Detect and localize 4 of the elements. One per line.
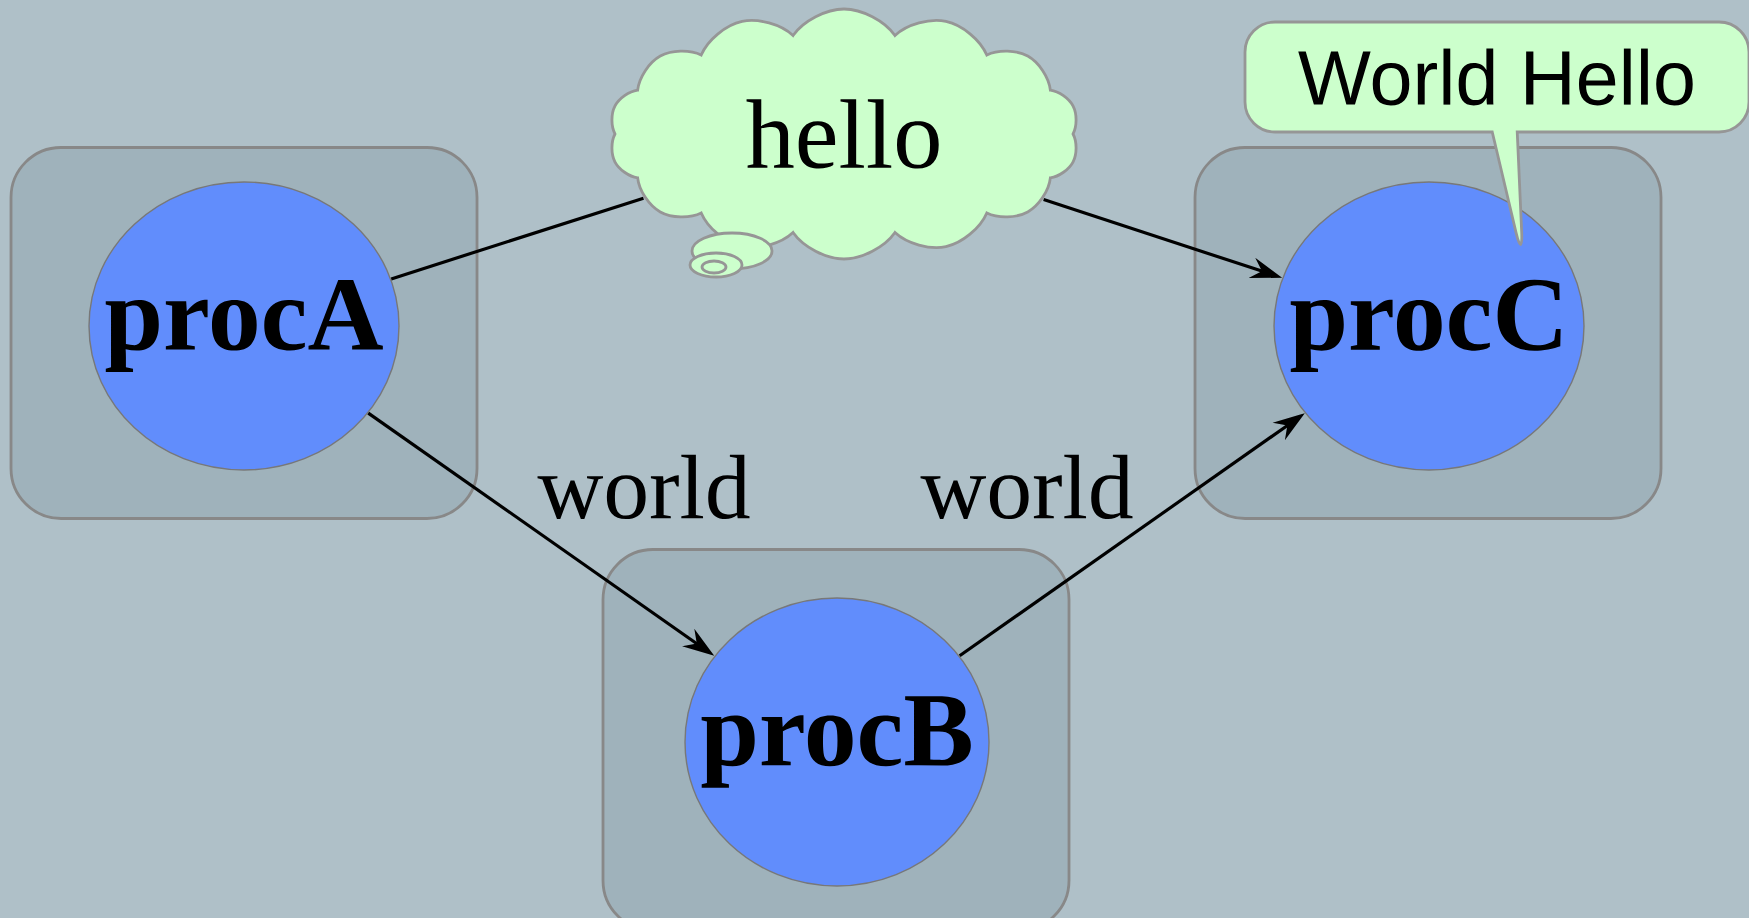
edge-label: world <box>920 454 1133 520</box>
speech-bubble: World Hello <box>1243 20 1749 247</box>
thought-cloud: hello <box>610 7 1078 279</box>
edge-label: world <box>537 454 750 520</box>
